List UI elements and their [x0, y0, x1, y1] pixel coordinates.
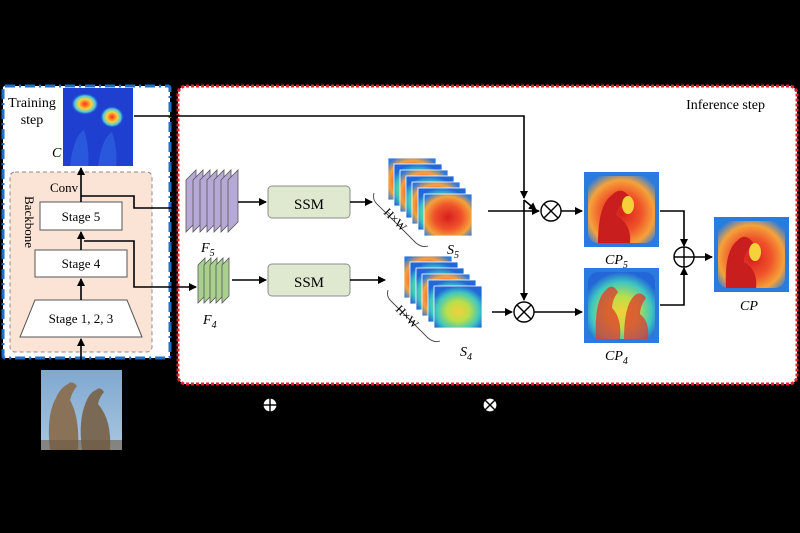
cp-label: CP: [740, 299, 758, 314]
multiply-node-bottom: [513, 301, 535, 323]
similarity-stack-s5: [387, 157, 473, 237]
legend-add-symbol: [262, 397, 278, 413]
cam-label: C: [52, 146, 62, 161]
inference-step-title: Inference step: [686, 98, 765, 113]
backbone-label: Backbone: [22, 196, 37, 248]
stage5-block: [39, 201, 123, 231]
multiply-node-top: [540, 200, 562, 222]
inference-step-panel: [176, 84, 799, 386]
legend-multiply-symbol: [482, 397, 498, 413]
arrow-stage4-to-f4: [84, 240, 197, 291]
stage123-label: Stage 1, 2, 3: [49, 311, 114, 326]
arrow-cp5-to-add: [660, 210, 688, 247]
stage4-label: Stage 4: [62, 256, 101, 271]
stage5-label: Stage 5: [62, 209, 101, 224]
cam-heatmap-c: [63, 88, 133, 166]
arrow-cam-to-inference: [134, 115, 528, 199]
arrow-cp4-to-add: [660, 267, 688, 306]
feature-stack-f4: [197, 257, 230, 304]
f5-label: F5: [200, 241, 215, 259]
cp5-label: CP5: [605, 253, 628, 271]
cp4-label: CP4: [605, 349, 628, 367]
ssm-bottom-label: SSM: [294, 275, 324, 291]
similarity-stack-s4: [403, 255, 483, 329]
s5-label: S5: [447, 243, 459, 261]
f4-label: F4: [202, 313, 217, 331]
stage123-block: [19, 299, 143, 338]
feature-stack-f5: [185, 169, 239, 233]
stage4-block: [34, 249, 128, 278]
s4-hw-brace: [387, 289, 441, 343]
cp5-heatmap: [584, 172, 659, 247]
arrow-stage5-to-f5: [81, 195, 178, 209]
ssm-top-label: SSM: [294, 197, 324, 213]
add-node: [673, 246, 695, 268]
conv-label: Conv: [50, 180, 79, 195]
s5-hw-brace: [373, 192, 429, 248]
input-image-birds: [41, 370, 122, 450]
s4-label: S4: [460, 345, 472, 363]
cp-final-heatmap: [714, 217, 789, 292]
training-step-title-line2: step: [21, 113, 44, 128]
cp4-heatmap: [584, 268, 659, 343]
training-step-title-line1: Training: [8, 96, 56, 111]
